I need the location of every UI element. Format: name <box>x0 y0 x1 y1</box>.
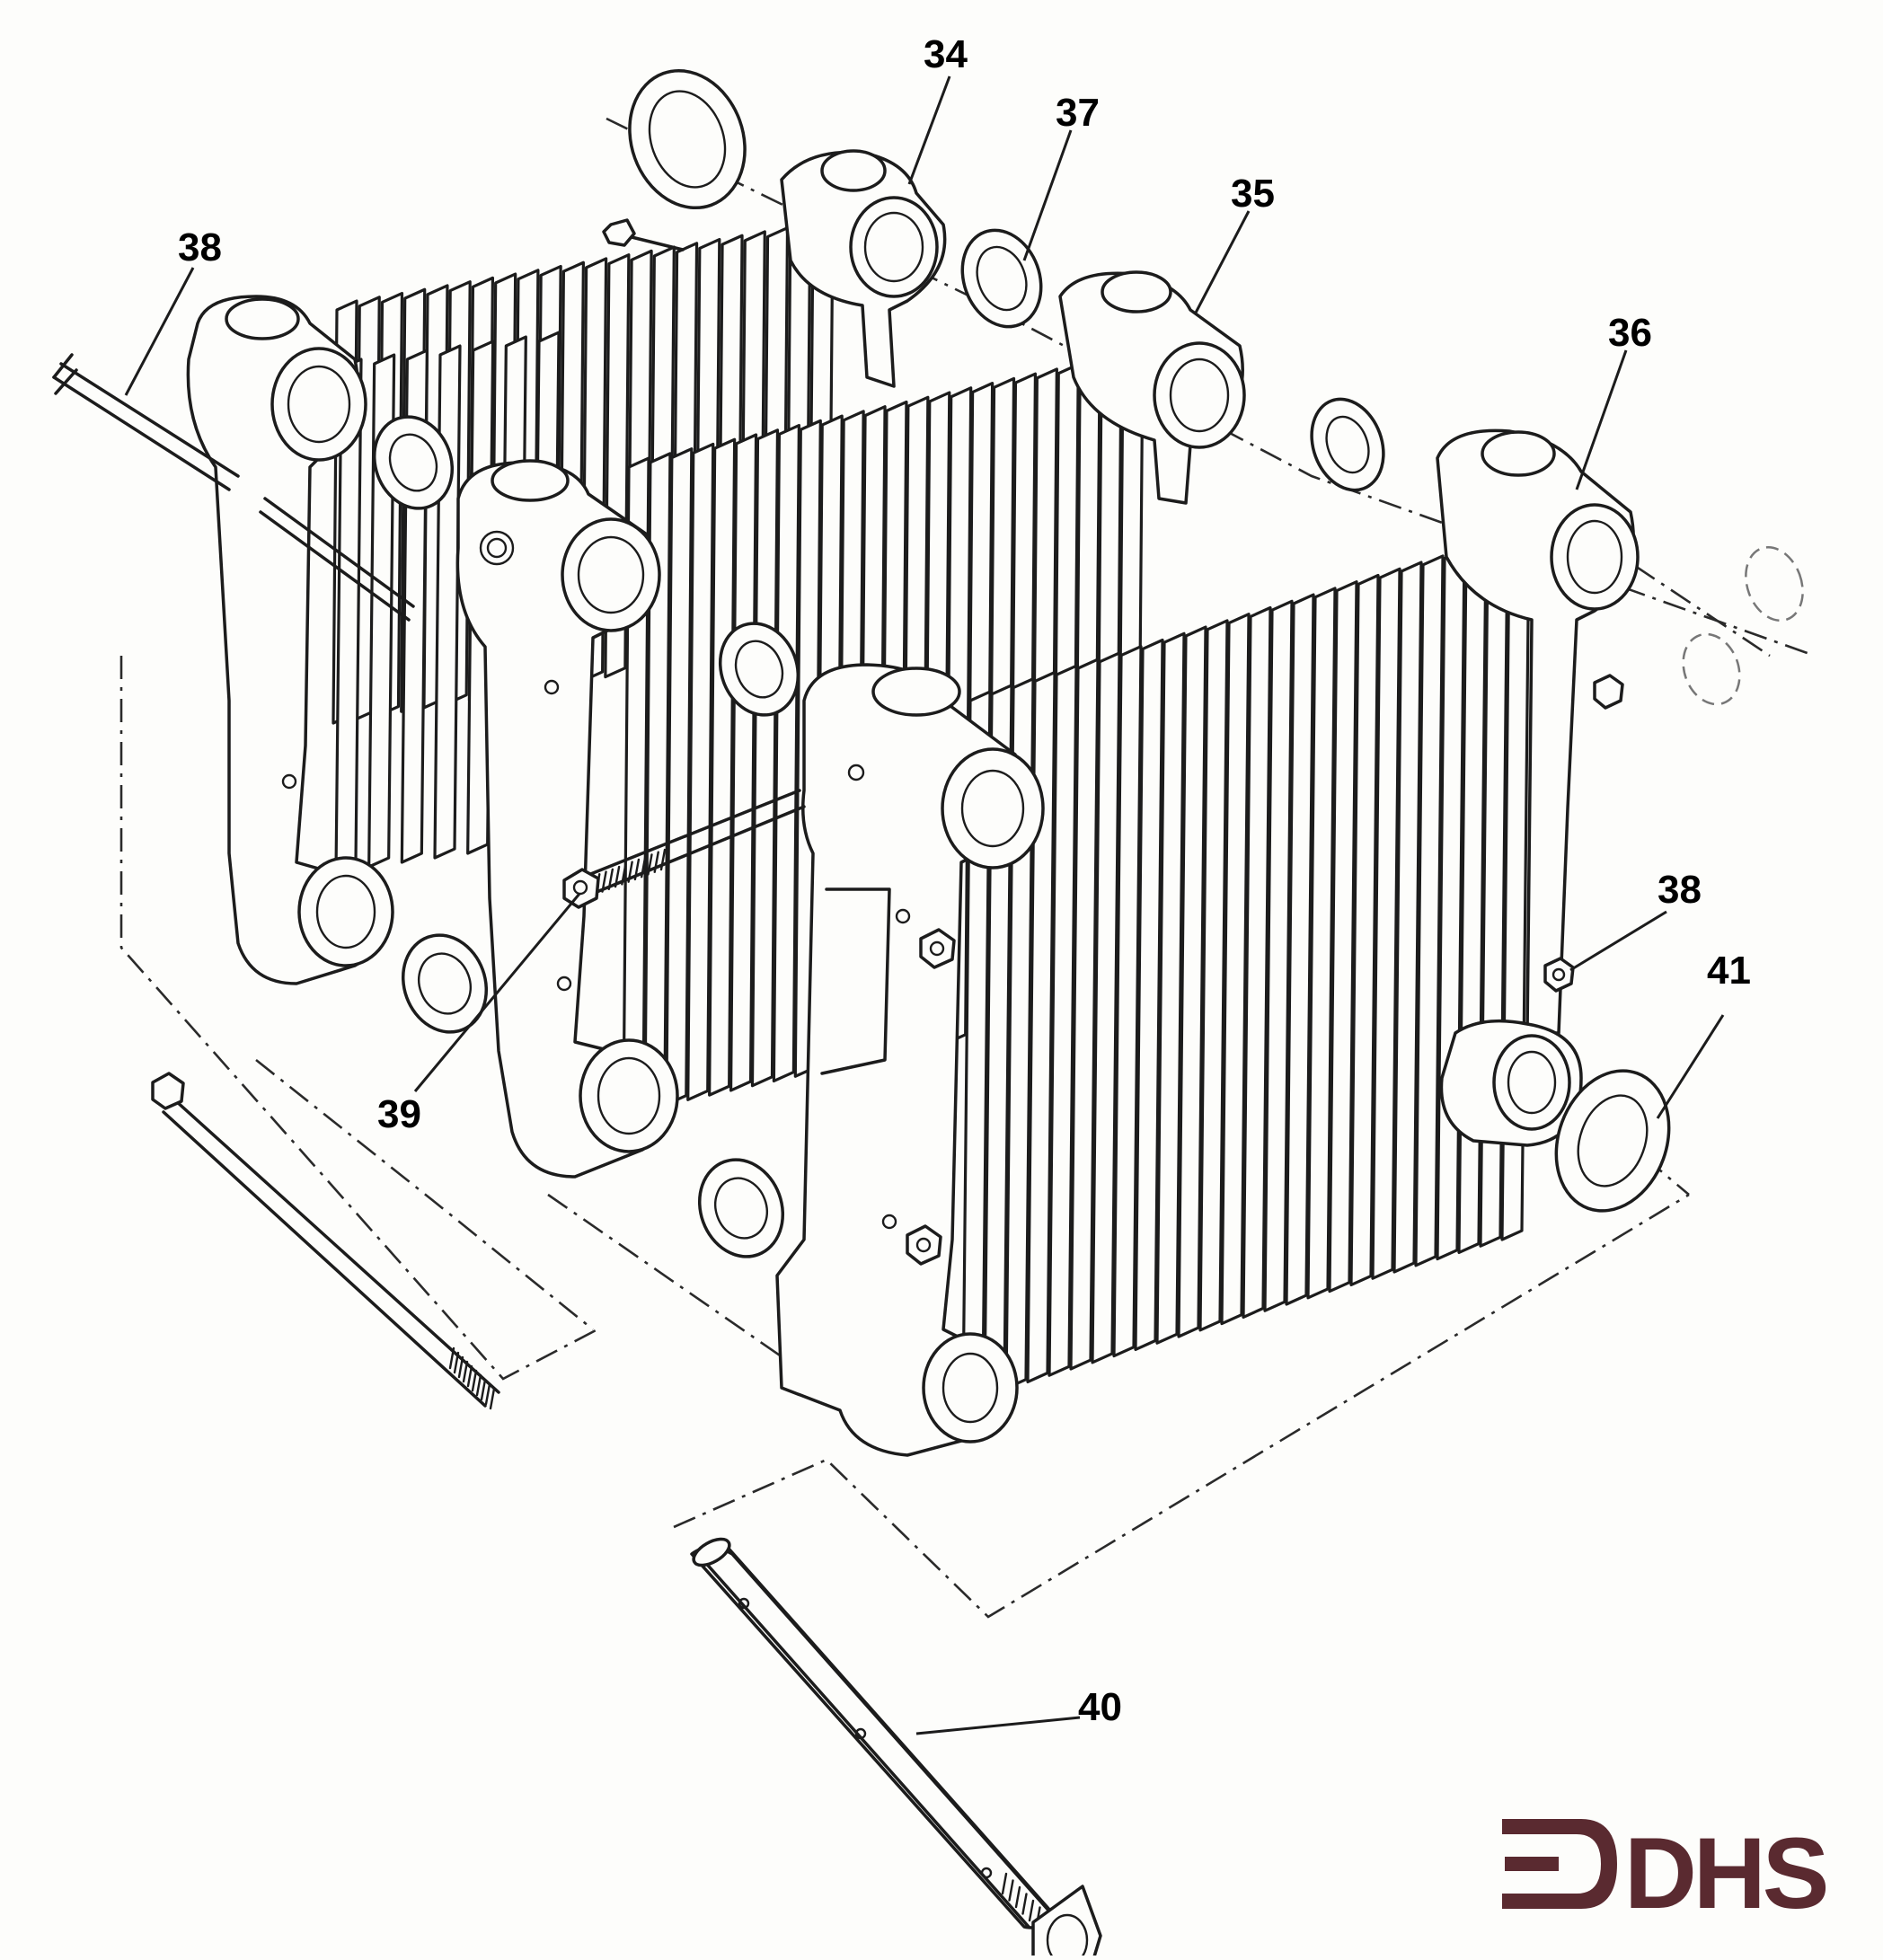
thread-mark <box>462 1360 469 1383</box>
logo-text: DHS <box>1624 1817 1826 1929</box>
thread-mark <box>614 865 621 888</box>
thread-mark <box>640 855 647 878</box>
thread-mark <box>484 1382 491 1406</box>
fin <box>1048 664 1078 1377</box>
dhs-logo: DHS <box>1502 1817 1830 1929</box>
thread-mark <box>475 1373 482 1397</box>
fin <box>686 442 715 1101</box>
callout-41: 41 <box>1707 949 1751 993</box>
thread-mark <box>647 853 653 876</box>
callout-leaders <box>124 75 1725 1735</box>
callout-40: 40 <box>1078 1685 1122 1729</box>
callout-39: 39 <box>377 1092 421 1136</box>
callout-38-upper: 38 <box>178 225 222 269</box>
fin <box>1026 670 1056 1383</box>
thread-mark <box>607 868 614 891</box>
fin <box>1091 651 1121 1364</box>
thread-mark <box>1001 1872 1008 1895</box>
thread-mark <box>1021 1893 1028 1915</box>
fin <box>1371 567 1401 1280</box>
thread-mark <box>457 1355 464 1379</box>
thread-mark <box>601 870 607 893</box>
fin <box>750 428 780 1088</box>
thread-mark <box>621 863 627 886</box>
thread-mark <box>471 1369 478 1392</box>
thread-mark <box>633 858 641 881</box>
callout-36: 36 <box>1608 311 1652 355</box>
fin <box>1177 625 1207 1338</box>
gasket-41 <box>1554 1069 1671 1213</box>
section-36-front <box>775 428 1640 1457</box>
fasteners <box>52 353 1624 1410</box>
callout-38-lower: 38 <box>1658 868 1702 912</box>
thread-mark <box>653 851 659 873</box>
fin <box>1263 599 1294 1312</box>
fin <box>772 423 800 1083</box>
thread-mark <box>1028 1899 1035 1922</box>
callout-34: 34 <box>924 32 968 76</box>
fin <box>1198 619 1229 1332</box>
thread-mark <box>466 1364 473 1388</box>
fin <box>1242 605 1272 1319</box>
thread-mark <box>1014 1885 1021 1909</box>
fin <box>433 344 462 860</box>
fin <box>665 447 694 1107</box>
fin <box>708 437 737 1097</box>
fin <box>1112 645 1143 1358</box>
fin <box>1414 554 1445 1267</box>
thread-mark <box>448 1346 455 1370</box>
fin <box>1392 561 1423 1274</box>
thread-mark <box>480 1378 487 1401</box>
fin <box>729 433 758 1092</box>
loose-gaskets <box>372 68 1804 1258</box>
fin <box>1306 587 1337 1300</box>
fin <box>1134 638 1164 1351</box>
callout-37: 37 <box>1056 91 1100 135</box>
pipe-40 <box>690 1537 1102 1960</box>
thread-mark <box>659 848 667 871</box>
fin <box>1349 573 1380 1286</box>
fin <box>1155 631 1186 1345</box>
callout-labels: 34 37 35 38 36 38 41 39 40 <box>178 32 1751 1729</box>
thread-mark <box>489 1387 496 1410</box>
fin <box>1220 613 1251 1326</box>
fin <box>1285 593 1315 1306</box>
fin <box>1069 658 1100 1371</box>
thread-mark <box>1008 1879 1014 1902</box>
thread-mark <box>453 1351 460 1374</box>
thread-mark <box>627 861 633 883</box>
callout-35: 35 <box>1231 172 1275 216</box>
fin <box>1328 580 1358 1293</box>
